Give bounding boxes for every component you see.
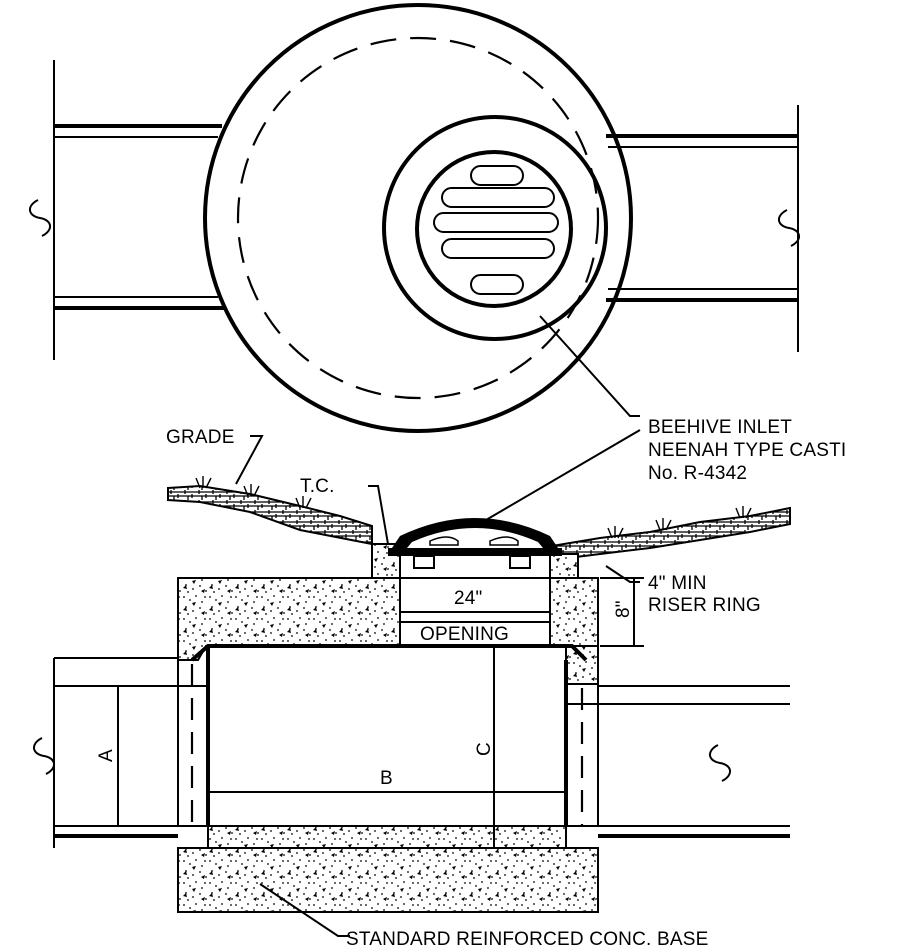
tc-label: T.C.	[300, 476, 335, 497]
dim-b-label: B	[380, 768, 393, 789]
pipe-break-symbol	[29, 199, 51, 237]
grade-leader	[235, 435, 264, 485]
riser-label-line2: RISER RING	[648, 595, 761, 616]
grate-circle	[415, 150, 573, 308]
pipe-break-symbol	[33, 737, 55, 775]
tc-leader	[368, 485, 389, 545]
structure-outer-circle	[203, 3, 633, 433]
dimension-lines	[117, 577, 644, 848]
casting-circle	[382, 115, 608, 341]
riser-block-right	[549, 553, 579, 579]
riser-leader	[605, 565, 640, 583]
inlet-label-line3: No. R-4342	[648, 463, 747, 484]
base-slab	[177, 847, 599, 913]
grate-slots	[433, 165, 559, 295]
grade-right	[551, 506, 791, 562]
opening-size-label: 24"	[454, 588, 482, 609]
inlet-section-leader	[485, 429, 641, 521]
dim-c-label: C	[474, 742, 495, 756]
grade-label: GRADE	[166, 427, 235, 448]
riser-ring-right	[565, 645, 599, 685]
inlet-plan-leader	[539, 315, 640, 417]
pipe-break-symbol	[709, 744, 731, 782]
section-left-pipe	[33, 657, 208, 848]
base-leader	[259, 883, 350, 937]
opening-label: OPENING	[420, 624, 509, 645]
riser-block-left	[371, 543, 401, 579]
plan-left-pipe	[29, 60, 224, 360]
structure-inner-dashed-circle	[236, 36, 600, 400]
plan-view	[29, 3, 800, 433]
inlet-label-line1: BEEHIVE INLET	[648, 417, 792, 438]
structure-walls	[177, 644, 599, 826]
beehive-casting	[388, 518, 562, 569]
dim-a-label: A	[96, 749, 117, 762]
riser-height-label: 8"	[613, 600, 634, 618]
grass-tufts	[195, 476, 752, 539]
section-right-pipe	[566, 685, 790, 838]
pipe-break-symbol	[778, 209, 800, 247]
invert-fill	[207, 825, 567, 849]
grade-left	[167, 484, 373, 546]
riser-label-line1: 4" MIN	[648, 573, 707, 594]
inlet-label-line2: NEENAH TYPE CASTI	[648, 440, 846, 461]
plan-right-pipe	[606, 105, 800, 352]
base-label: STANDARD REINFORCED CONC. BASE	[346, 929, 708, 948]
section-view	[33, 429, 791, 937]
